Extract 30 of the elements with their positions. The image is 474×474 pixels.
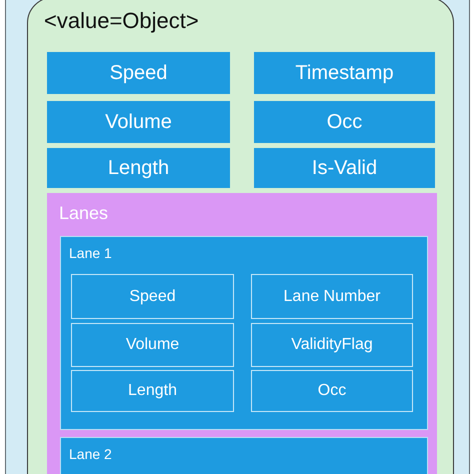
lane-panel — [60, 236, 428, 430]
field-label: Timestamp — [295, 62, 394, 84]
field-label: ValidityFlag — [291, 336, 373, 354]
field-box — [254, 148, 435, 188]
field-box — [251, 370, 413, 412]
field-box — [71, 274, 234, 319]
field-label: Is-Valid — [312, 156, 378, 180]
field-label: Volume — [105, 110, 172, 134]
field-box — [47, 101, 230, 143]
field-box — [251, 274, 413, 319]
field-box — [71, 370, 234, 412]
field-label: Lane Number — [284, 288, 380, 306]
field-box — [47, 52, 230, 94]
panel-heading: Lanes — [59, 203, 108, 224]
field-label: Occ — [318, 382, 346, 400]
field-label: Length — [108, 156, 170, 180]
field-box — [251, 323, 413, 367]
field-label: Volume — [126, 336, 180, 354]
field-label: Occ — [326, 110, 362, 134]
field-box — [254, 101, 435, 143]
field-box — [254, 52, 435, 94]
object-heading: <value=Object> — [44, 8, 199, 34]
lanes-panel — [47, 193, 437, 474]
field-label: Speed — [129, 288, 176, 306]
field-box — [71, 323, 234, 367]
panel-heading: Lane 1 — [69, 245, 112, 261]
field-label: Length — [128, 382, 177, 400]
panel-heading: Lane 2 — [69, 446, 112, 462]
field-box — [47, 148, 230, 188]
field-label: Speed — [110, 62, 168, 84]
